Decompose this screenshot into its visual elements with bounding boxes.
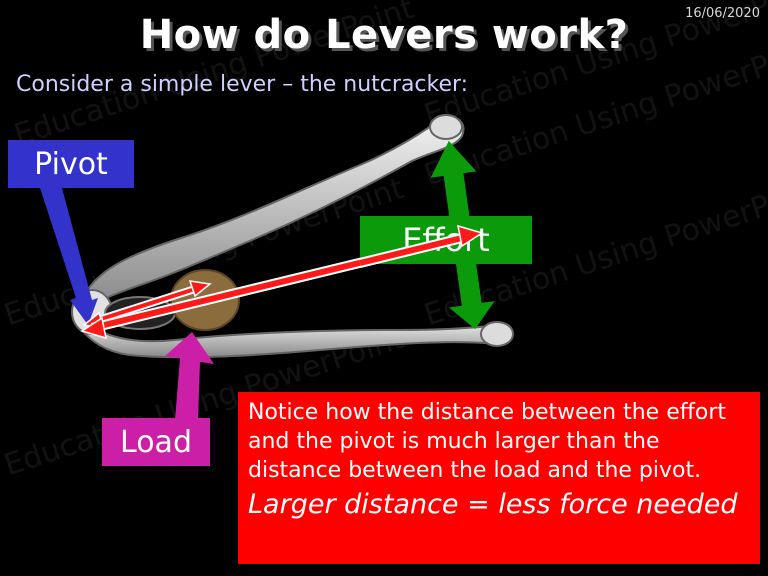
load-label: Load [102, 418, 210, 466]
slide-subtitle: Consider a simple lever – the nutcracker… [16, 72, 469, 97]
pivot-pointer-arrow [40, 188, 98, 325]
explanation-box: Notice how the distance between the effo… [238, 392, 760, 564]
slide-title: How do Levers work? [139, 12, 629, 58]
nutcracker-upper-handle [80, 116, 465, 307]
pivot-label: Pivot [8, 140, 134, 188]
lower-handle-end [480, 321, 514, 347]
explanation-text: Notice how the distance between the effo… [248, 400, 727, 483]
slide-date: 16/06/2020 [685, 6, 760, 21]
explanation-conclusion: Larger distance = less force needed [248, 489, 738, 520]
load-distance-arrow [82, 280, 212, 329]
load-pointer-arrow [165, 332, 214, 420]
upper-handle-end [429, 114, 463, 140]
